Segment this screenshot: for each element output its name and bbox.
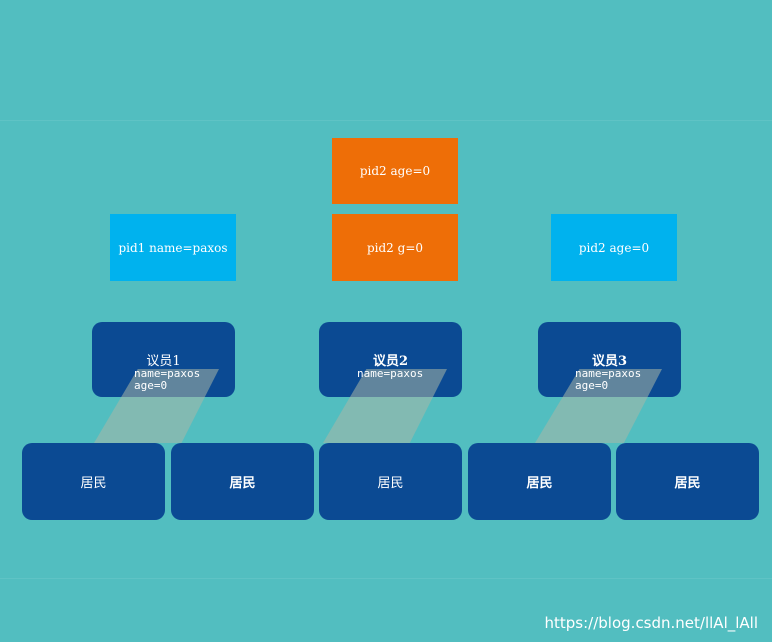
resident-4: 居民 — [468, 443, 611, 520]
resident-5: 居民 — [616, 443, 759, 520]
proposal-pid2-age-top: pid2 age=0 — [332, 138, 458, 204]
resident-3: 居民 — [319, 443, 462, 520]
proposal-pid1-name: pid1 name=paxos — [110, 214, 236, 281]
member-1-info: name=paxos age=0 — [134, 367, 201, 392]
proposal-label: pid2 g=0 — [366, 240, 424, 255]
watermark-url: https://blog.csdn.net/llAl_lAll — [544, 614, 758, 632]
resident-label: 居民 — [80, 476, 107, 491]
member-2-info: name=paxos — [357, 367, 424, 380]
member-2-label: 议员2 — [372, 354, 409, 369]
proposal-pid2-g: pid2 g=0 — [332, 214, 458, 281]
member-3-info: name=paxos age=0 — [575, 367, 642, 392]
resident-label: 居民 — [674, 476, 701, 491]
proposal-label: pid1 name=paxos — [118, 240, 228, 255]
proposal-pid2-age-right: pid2 age=0 — [551, 214, 677, 281]
proposal-label: pid2 age=0 — [359, 164, 431, 178]
resident-label: 居民 — [229, 476, 256, 491]
top-divider-line — [0, 120, 772, 121]
member-1-label: 议员1 — [146, 354, 181, 369]
resident-1: 居民 — [22, 443, 165, 520]
resident-2: 居民 — [171, 443, 314, 520]
member-3-label: 议员3 — [591, 354, 628, 369]
resident-label: 居民 — [526, 476, 553, 491]
bottom-divider-line — [0, 578, 772, 579]
resident-label: 居民 — [377, 476, 404, 491]
proposal-label: pid2 age=0 — [578, 240, 650, 255]
